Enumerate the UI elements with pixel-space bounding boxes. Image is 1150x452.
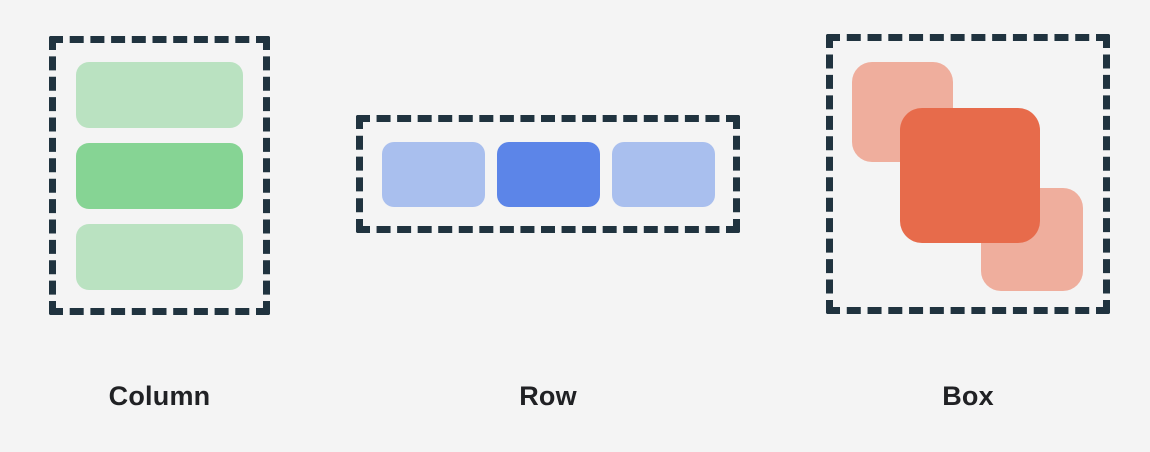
column-child-block-3 xyxy=(76,223,243,290)
box-child-block-front-center xyxy=(900,108,1040,243)
box-label: Box xyxy=(942,380,994,411)
row-child-block-1 xyxy=(381,141,485,207)
box-container-outline xyxy=(826,34,1110,314)
row-label: Row xyxy=(519,380,577,411)
column-child-block-1 xyxy=(76,61,243,128)
column-label: Column xyxy=(108,380,211,411)
column-child-block-2 xyxy=(76,142,243,209)
row-container-outline xyxy=(356,115,740,233)
row-child-block-2 xyxy=(496,141,600,207)
row-child-block-3 xyxy=(611,141,715,207)
column-container-outline xyxy=(49,36,270,315)
